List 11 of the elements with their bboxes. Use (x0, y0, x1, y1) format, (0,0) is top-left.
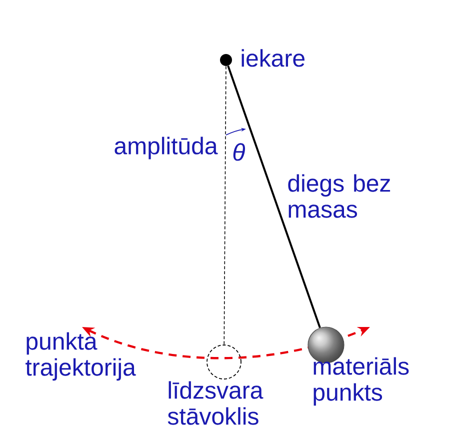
text-label: θ (233, 143, 246, 161)
edge-label: diegs bez masas (288, 174, 390, 218)
string-line (227, 66, 321, 328)
node-label: līdzsvara stāvoklis (168, 381, 264, 425)
pivot-dot (220, 54, 232, 66)
text-label: punkta trajektorija (26, 332, 136, 381)
text-label: amplitūda (114, 136, 218, 160)
plumb-line (224, 66, 226, 345)
equilibrium-circle (206, 344, 242, 380)
node-label: materiāls punkts (314, 357, 409, 406)
node-label: iekare (242, 49, 304, 67)
